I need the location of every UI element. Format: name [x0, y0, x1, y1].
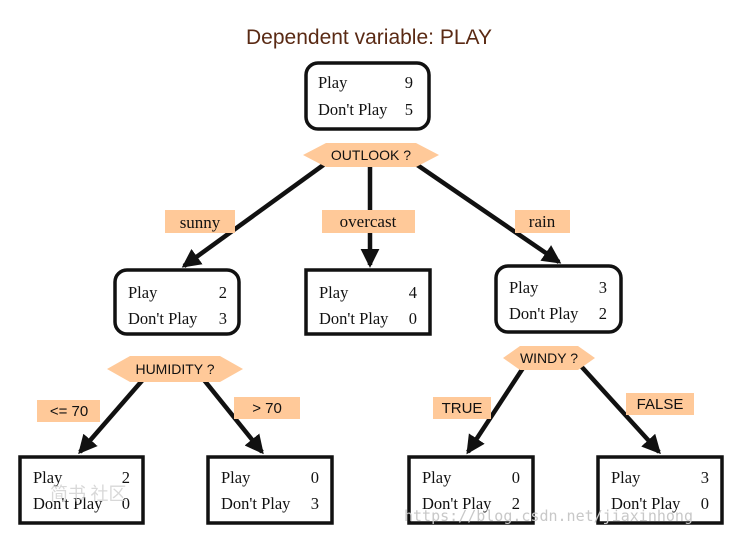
diagram-title: Dependent variable: PLAY	[246, 26, 492, 49]
play-count: 2	[122, 468, 130, 487]
dont-play-label: Don't Play	[221, 494, 291, 513]
node-windy-true: Play 0 Don't Play 2	[407, 455, 535, 525]
dont-play-label: Don't Play	[33, 494, 103, 513]
play-count: 3	[701, 468, 709, 487]
edge-label-true-text: TRUE	[442, 400, 483, 417]
question-outlook-label: OUTLOOK ?	[331, 147, 411, 163]
edge-label-sunny: sunny	[165, 210, 235, 233]
node-root: Play 9 Don't Play 5	[304, 61, 431, 131]
dont-play-count: 2	[599, 304, 607, 323]
dont-play-count: 3	[219, 309, 227, 328]
edge-label-gt70: > 70	[234, 397, 300, 419]
dont-play-count: 0	[701, 494, 709, 513]
edge-label-sunny-text: sunny	[180, 213, 221, 232]
question-windy: WINDY ?	[503, 346, 595, 370]
play-count: 3	[599, 278, 607, 297]
play-label: Play	[509, 278, 539, 297]
edge-rain-true	[466, 363, 527, 455]
edge-root-rain	[408, 158, 562, 264]
node-humidity-high: Play 0 Don't Play 3	[206, 455, 334, 525]
question-outlook: OUTLOOK ?	[303, 143, 439, 167]
dont-play-count: 5	[405, 100, 413, 119]
play-count: 0	[311, 468, 319, 487]
play-label: Play	[611, 468, 641, 487]
play-count: 9	[405, 73, 413, 92]
play-label: Play	[318, 73, 348, 92]
dont-play-count: 3	[311, 494, 319, 513]
question-humidity: HUMIDITY ?	[107, 356, 243, 382]
watermark-cn: 简书 社区	[50, 484, 127, 504]
edge-sunny-low	[78, 373, 149, 455]
dont-play-count: 0	[409, 309, 417, 328]
edge-rain-false	[578, 363, 661, 455]
dont-play-label: Don't Play	[422, 494, 492, 513]
edge-label-le70-text: <= 70	[50, 403, 88, 420]
dont-play-label: Don't Play	[509, 304, 579, 323]
question-windy-label: WINDY ?	[520, 350, 578, 366]
edge-label-rain-text: rain	[529, 212, 556, 231]
edge-label-false: FALSE	[626, 393, 694, 415]
edge-label-gt70-text: > 70	[252, 400, 282, 417]
play-label: Play	[33, 468, 63, 487]
dont-play-count: 0	[122, 494, 130, 513]
edges	[78, 156, 661, 455]
node-sunny: Play 2 Don't Play 3	[113, 268, 241, 336]
node-windy-false: Play 3 Don't Play 0	[596, 455, 724, 525]
dont-play-label: Don't Play	[318, 100, 388, 119]
question-humidity-label: HUMIDITY ?	[135, 361, 214, 377]
play-label: Play	[422, 468, 452, 487]
edge-label-rain: rain	[515, 210, 570, 233]
play-count: 0	[512, 468, 520, 487]
edge-label-true: TRUE	[433, 397, 491, 419]
edge-label-false-text: FALSE	[637, 396, 684, 413]
play-label: Play	[319, 283, 349, 302]
play-count: 2	[219, 283, 227, 302]
edge-root-sunny	[181, 156, 335, 268]
node-overcast: Play 4 Don't Play 0	[304, 268, 432, 336]
node-humidity-low: Play 2 Don't Play 0	[18, 455, 145, 525]
watermark-url: https://blog.csdn.net/jiaxinhong	[404, 507, 693, 525]
play-count: 4	[409, 283, 417, 302]
edge-label-le70: <= 70	[37, 400, 100, 422]
edge-label-overcast-text: overcast	[340, 212, 397, 231]
dont-play-count: 2	[512, 494, 520, 513]
edge-label-overcast: overcast	[322, 210, 415, 233]
dont-play-label: Don't Play	[128, 309, 198, 328]
dont-play-label: Don't Play	[611, 494, 681, 513]
edge-sunny-high	[198, 373, 264, 455]
dont-play-label: Don't Play	[319, 309, 389, 328]
play-label: Play	[221, 468, 251, 487]
play-label: Play	[128, 283, 158, 302]
node-rain: Play 3 Don't Play 2	[494, 264, 623, 334]
